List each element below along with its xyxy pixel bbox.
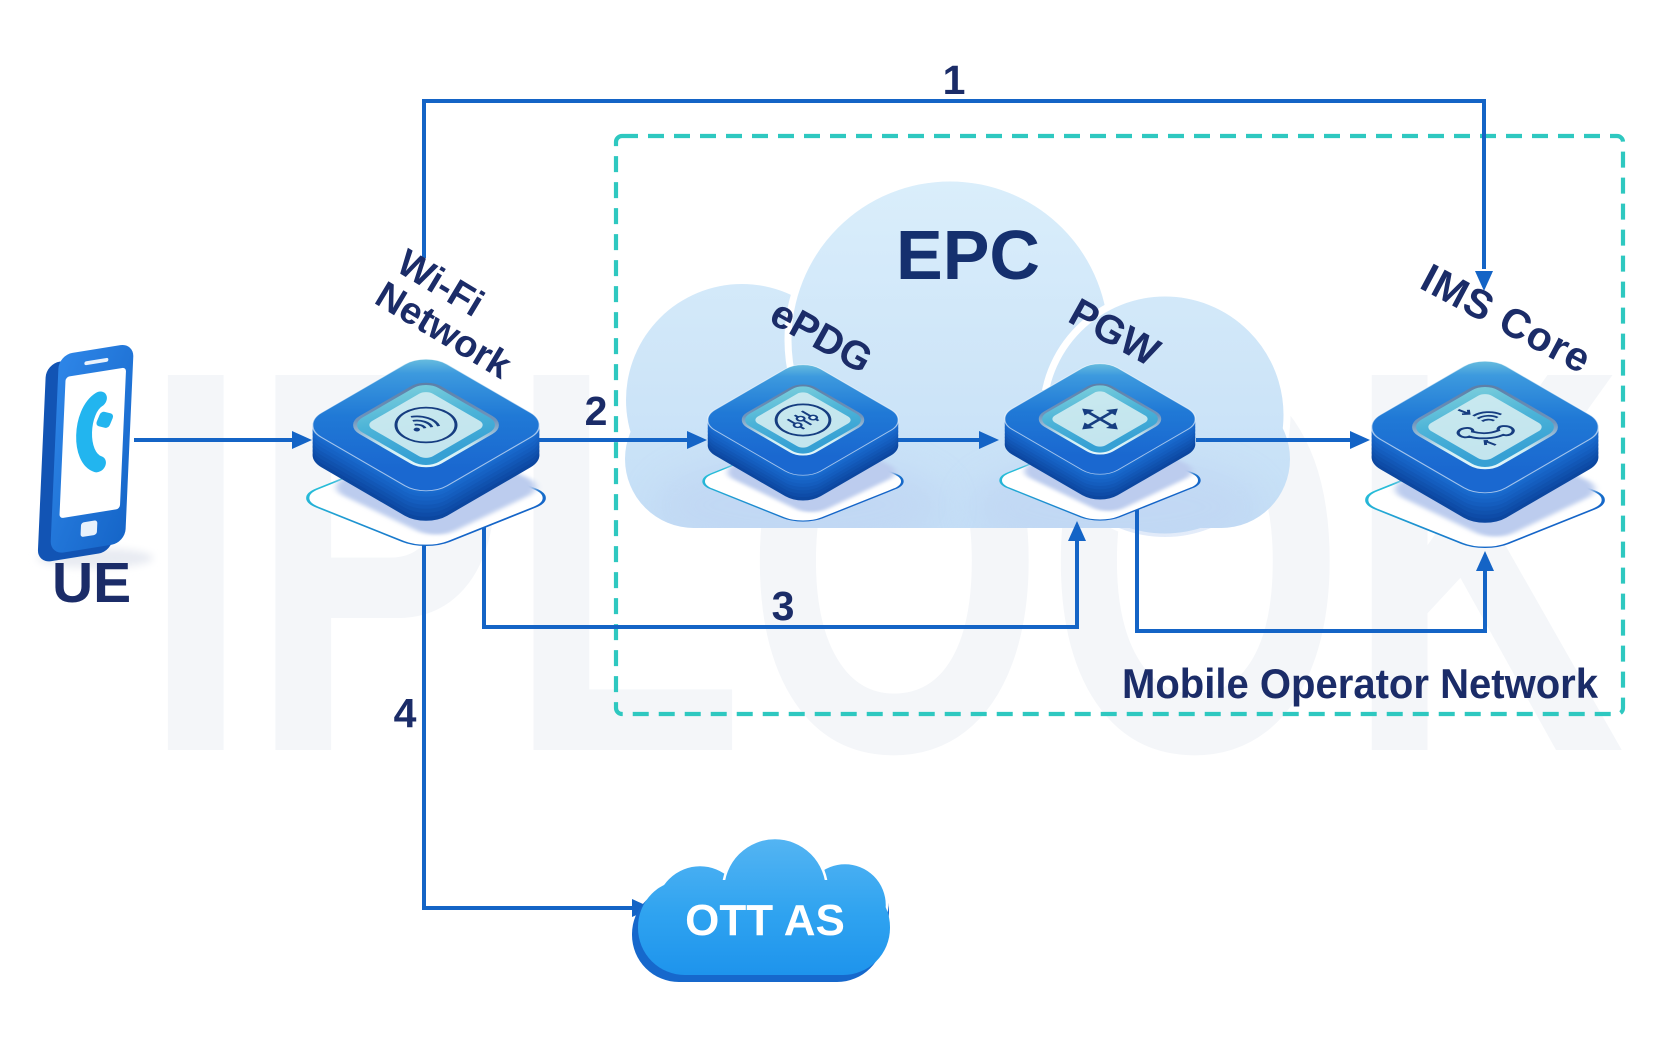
svg-text:Mobile Operator Network: Mobile Operator Network bbox=[1122, 660, 1599, 707]
svg-text:UE: UE bbox=[52, 551, 131, 615]
svg-text:OTT AS: OTT AS bbox=[685, 896, 845, 945]
svg-text:3: 3 bbox=[772, 583, 795, 629]
svg-text:1: 1 bbox=[943, 57, 966, 103]
svg-text:EPC: EPC bbox=[896, 216, 1040, 294]
svg-text:4: 4 bbox=[394, 690, 417, 736]
svg-text:2: 2 bbox=[585, 388, 608, 434]
